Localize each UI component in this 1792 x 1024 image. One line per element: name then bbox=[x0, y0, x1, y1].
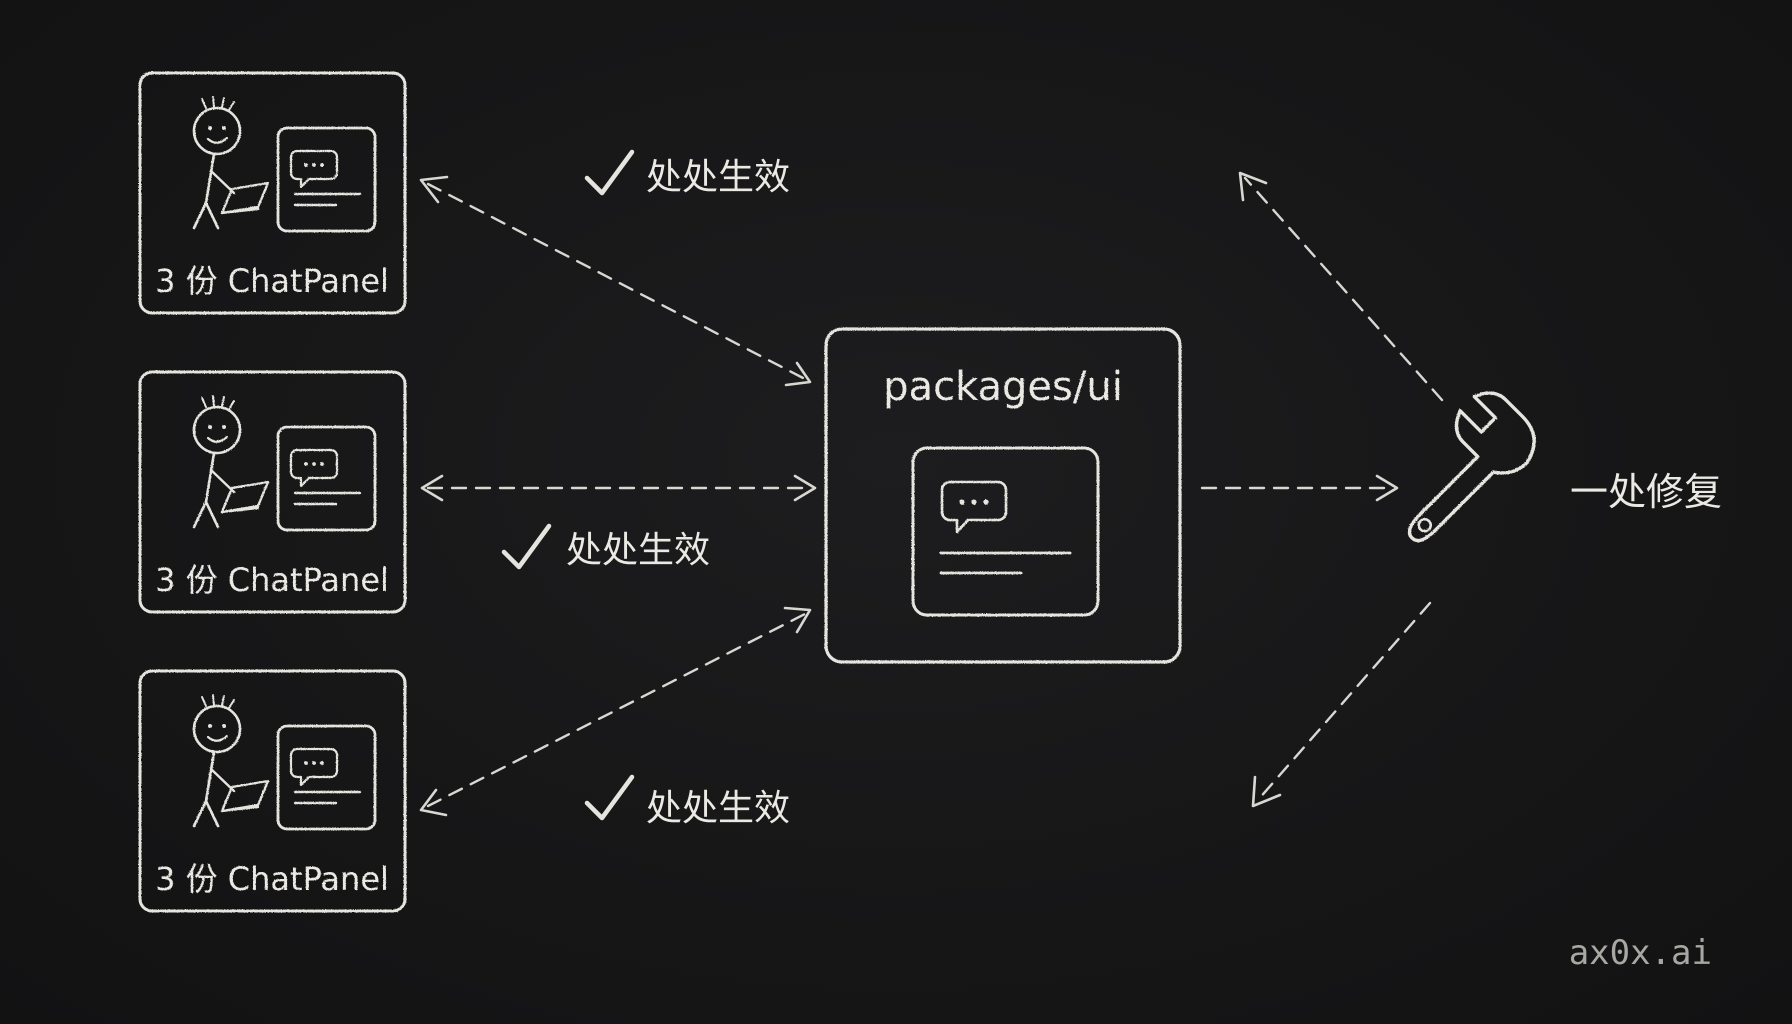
consumer-label: 3 份 ChatPanel bbox=[155, 561, 389, 599]
svg-text:处处生效: 处处生效 bbox=[646, 157, 790, 198]
svg-text:处处生效: 处处生效 bbox=[566, 530, 710, 571]
consumer-card-3: 3 份 ChatPanel bbox=[138, 669, 407, 913]
consumer-card-2: 3 份 ChatPanel bbox=[138, 370, 407, 614]
wrench-icon bbox=[1407, 391, 1536, 543]
arrow-consumer-2 bbox=[420, 474, 817, 502]
package-box: packages/ui bbox=[824, 327, 1182, 664]
consumer-label: 3 份 ChatPanel bbox=[155, 262, 389, 300]
arrow-to-fix bbox=[1200, 474, 1399, 502]
fix-label: 一处修复 bbox=[1570, 470, 1722, 514]
consumer-label: 3 份 ChatPanel bbox=[155, 860, 389, 898]
effect-label-3: 处处生效 bbox=[584, 774, 790, 829]
package-title: packages/ui bbox=[883, 364, 1123, 410]
watermark: ax0x.ai bbox=[1569, 933, 1712, 973]
checkmark-icon bbox=[501, 523, 552, 570]
checkmark-icon bbox=[584, 774, 635, 821]
arrow-consumer-1 bbox=[419, 175, 812, 387]
arrow-fix-down bbox=[1251, 601, 1432, 808]
arrow-fix-up bbox=[1238, 171, 1444, 402]
arrow-consumer-3 bbox=[419, 606, 812, 817]
effect-label-2: 处处生效 bbox=[501, 523, 710, 571]
chat-bubble-icon bbox=[911, 446, 1100, 617]
checkmark-icon bbox=[584, 149, 635, 196]
consumer-card-1: 3 份 ChatPanel bbox=[138, 71, 407, 315]
svg-text:处处生效: 处处生效 bbox=[646, 788, 790, 829]
effect-label-1: 处处生效 bbox=[584, 149, 790, 198]
